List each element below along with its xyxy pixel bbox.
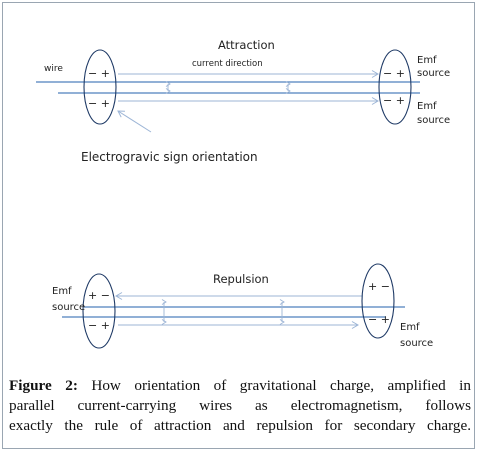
caption-line-3: exactly the rule of attraction and repul… (9, 417, 471, 434)
emf-bottom-line1: Emf (417, 101, 437, 112)
diagram-canvas: Attraction wire current direction − + − … (36, 38, 450, 349)
right-charge-ellipse-bottom (361, 263, 395, 339)
right-lower-signs-bottom: − + (368, 313, 390, 326)
right-lower-signs: − + (383, 94, 405, 107)
orientation-pointer (117, 110, 152, 133)
caption-line-1: How orientation of gravitational charge,… (91, 377, 471, 394)
right-charge-ellipse (378, 49, 412, 125)
left-lower-signs-bottom: − + (88, 319, 110, 332)
emf-top-line2: source (417, 68, 450, 79)
caption-label: Figure 2: (9, 377, 78, 394)
repulsion-diagram: Repulsion + − − + + − − + Emf source Emf… (52, 263, 433, 349)
wire-label: wire (44, 64, 63, 74)
emf-right-line1: Emf (400, 322, 420, 333)
right-upper-signs-bottom: + − (368, 280, 390, 293)
emf-left-line2: source (52, 302, 85, 313)
left-upper-signs: − + (88, 67, 110, 80)
emf-top-line1: Emf (417, 55, 437, 66)
current-direction-label: current direction (192, 59, 263, 69)
attraction-title: Attraction (218, 38, 275, 52)
attraction-diagram: Attraction wire current direction − + − … (36, 38, 450, 164)
left-charge-ellipse-bottom (82, 273, 116, 349)
left-charge-ellipse (83, 49, 117, 125)
repulsion-title: Repulsion (213, 272, 269, 286)
left-upper-signs-bottom: + − (88, 289, 110, 302)
figure-frame (2, 2, 475, 449)
emf-right-line2: source (400, 338, 433, 349)
left-lower-signs: − + (88, 97, 110, 110)
emf-bottom-line2: source (417, 115, 450, 126)
figure-caption: Figure 2: How orientation of gravitation… (9, 376, 471, 436)
right-upper-signs: − + (383, 67, 405, 80)
orientation-label: Electrogravic sign orientation (81, 150, 258, 164)
caption-line-2: parallel current-carrying wires as elect… (9, 397, 471, 414)
emf-left-line1: Emf (52, 286, 72, 297)
